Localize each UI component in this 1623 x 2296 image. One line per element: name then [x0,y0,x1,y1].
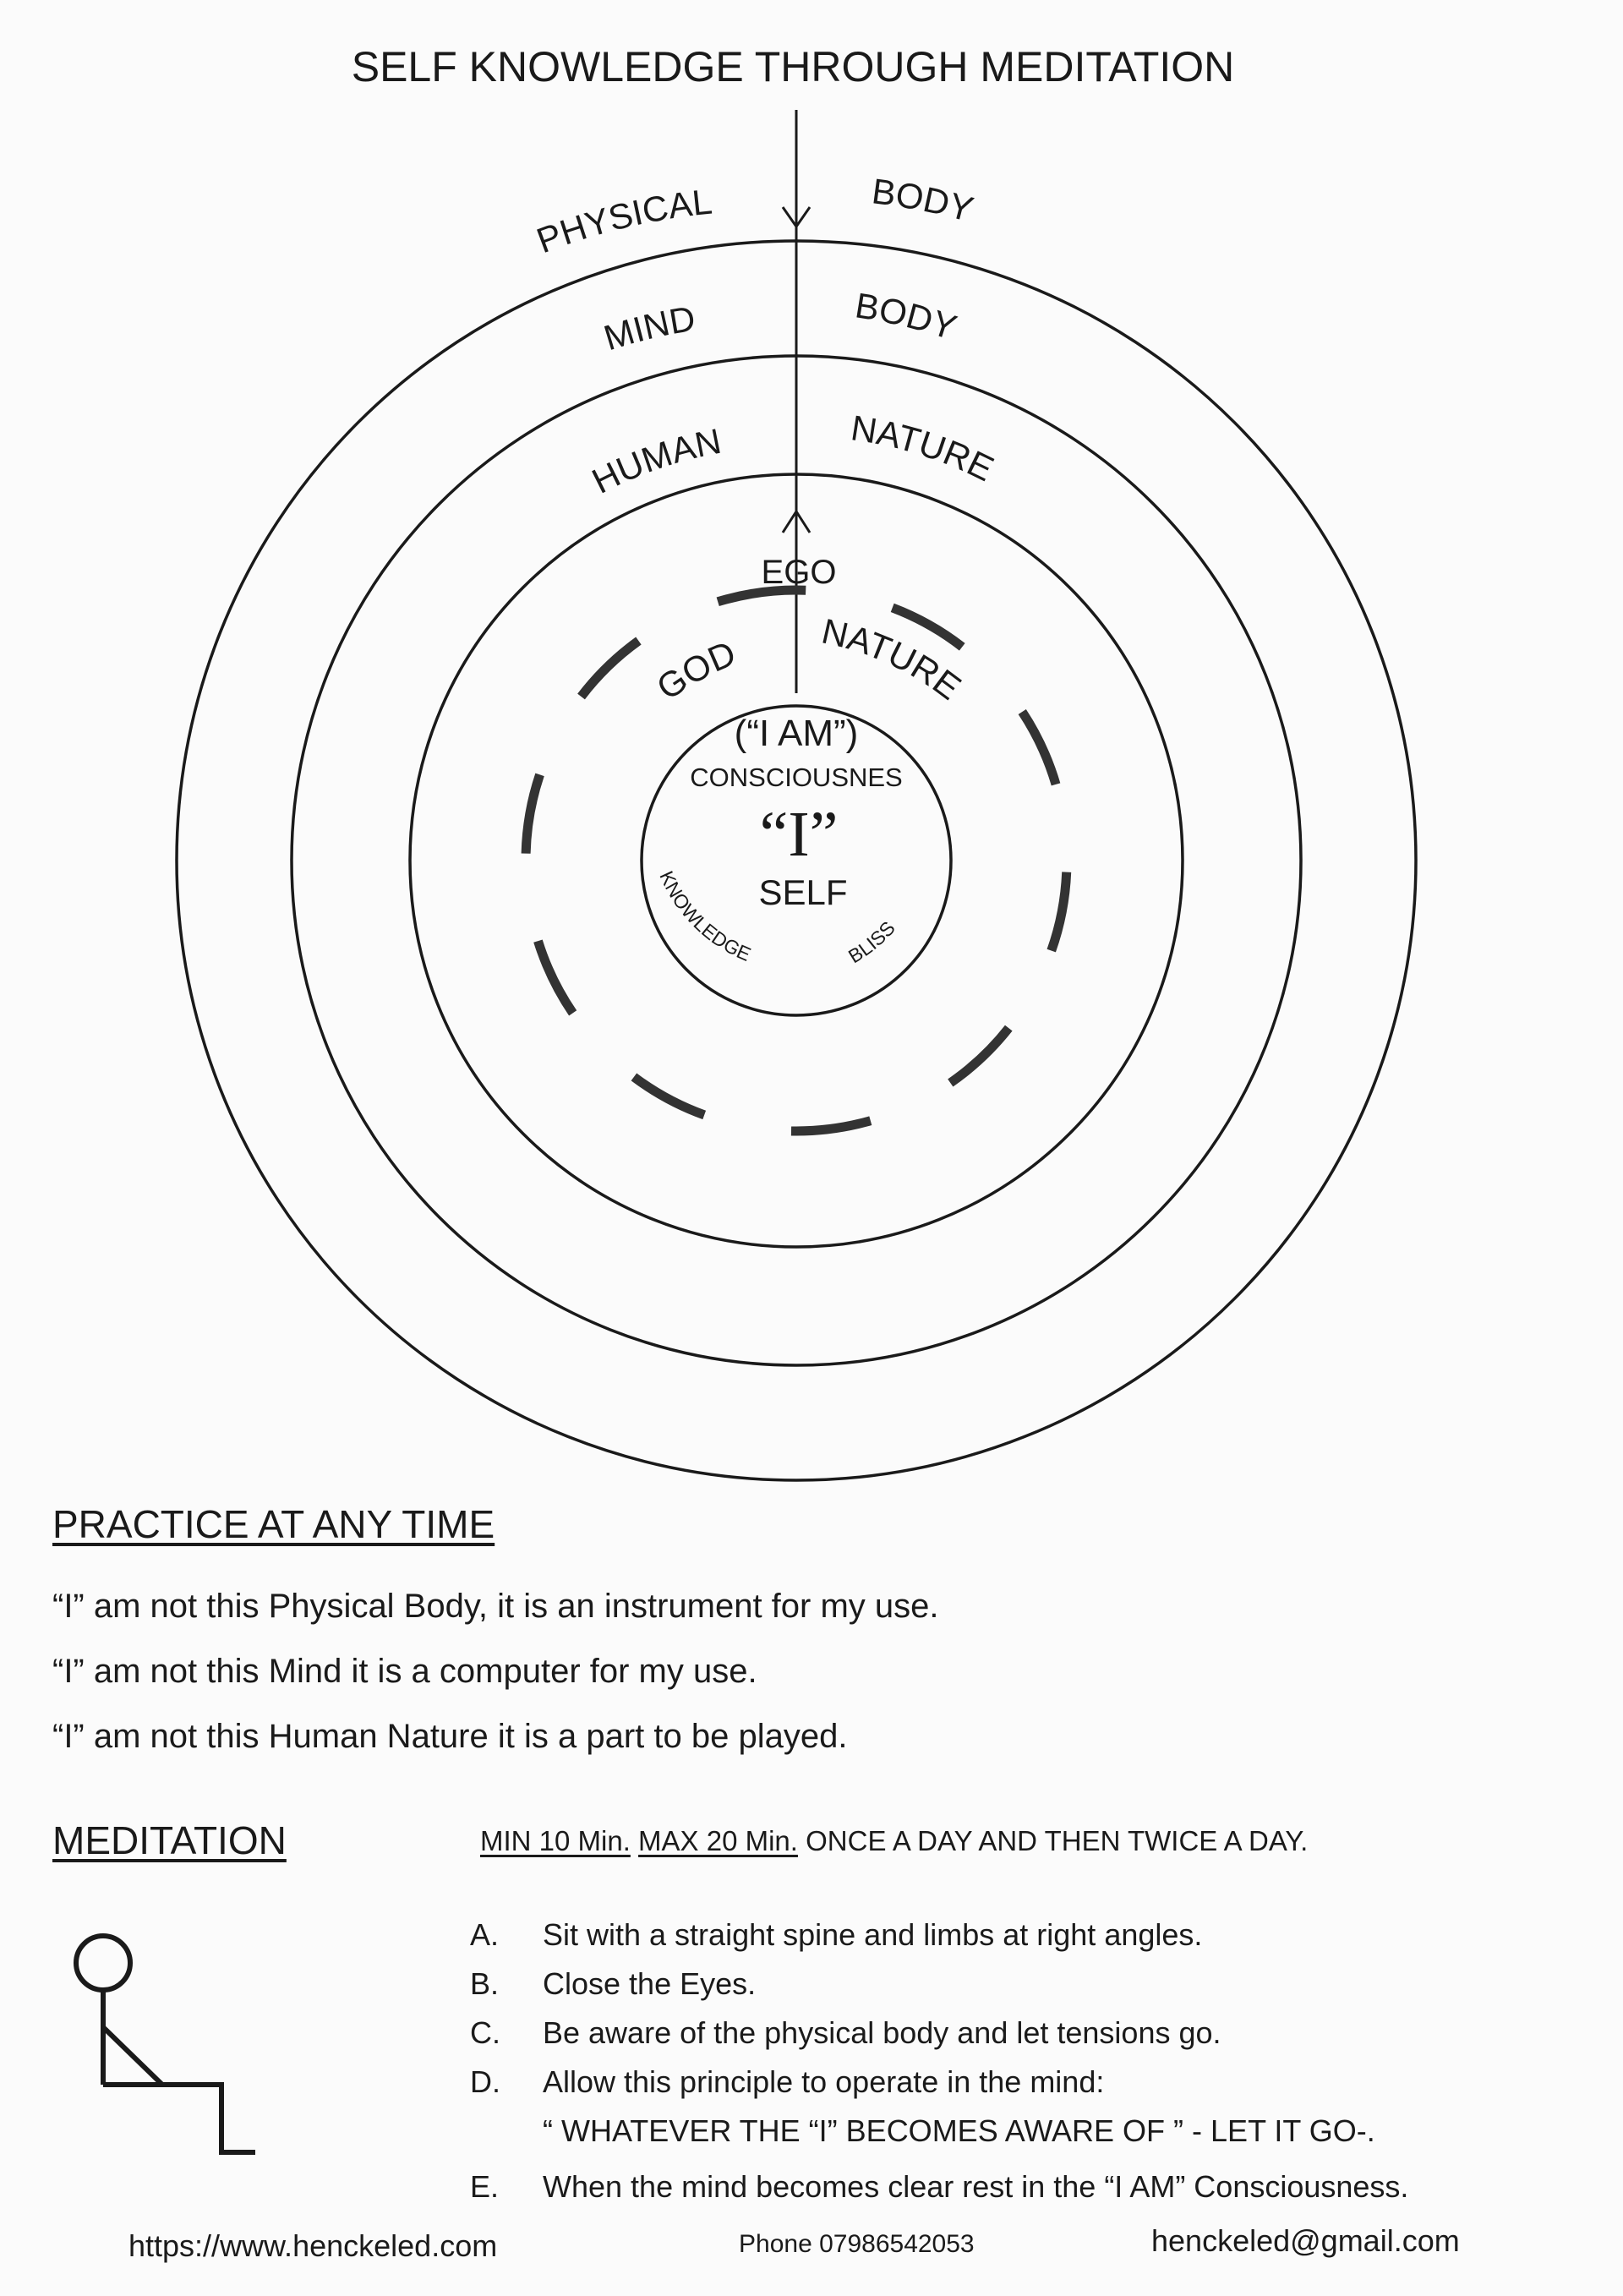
meditation-diagram: SELF KNOWLEDGE THROUGH MEDITATION PHYSIC… [175,43,1418,1482]
mind-label: MIND [599,298,698,358]
practice-heading: PRACTICE AT ANY TIME [52,1502,495,1546]
meditation-heading: MEDITATION [52,1818,287,1862]
max-duration: MAX 20 Min. [638,1825,798,1856]
page-title: SELF KNOWLEDGE THROUGH MEDITATION [352,43,1235,90]
ego-label: EGO [762,554,837,591]
affirmation-line: “I” am not this Physical Body, it is an … [52,1588,939,1625]
min-duration: MIN 10 Min. [480,1825,631,1856]
email-link[interactable]: henckeled@gmail.com [1151,2223,1460,2258]
website-link[interactable]: https://www.henckeled.com [128,2228,498,2263]
affirmation-line: “I” am not this Mind it is a computer fo… [52,1653,757,1690]
mind-body-ring [290,354,1303,1367]
step-item: B.Close the Eyes. [470,1966,757,2001]
i-am-label: (“I AM”) [735,713,859,754]
human-nature-ring [408,473,1184,1249]
mind-body-label: BODY [853,285,962,347]
consciousness-label: CONSCIOUSNES [690,763,902,792]
self-label: SELF [758,872,847,912]
ego-dashed-ring [521,585,1072,1136]
step-item: A.Sit with a straight spine and limbs at… [470,1917,1203,1952]
down-arrow-icon [781,206,812,229]
affirmation-line: “I” am not this Human Nature it is a par… [52,1718,848,1755]
self-core-circle [640,704,953,1017]
step-item: D.Allow this principle to operate in the… [470,2064,1105,2099]
physical-label: PHYSICAL [532,182,714,261]
bliss-label: BLISS [844,917,899,968]
seated-meditation-figure-icon [74,1933,255,2155]
i-self-label: “I” [760,799,839,870]
step-item: C.Be aware of the physical body and let … [470,2015,1221,2050]
inner-nature-label: NATURE [818,611,968,708]
frequency: ONCE A DAY AND THEN TWICE A DAY. [806,1825,1309,1856]
phone-number: Phone 07986542053 [739,2230,975,2258]
step-item: “ WHATEVER THE “I” BECOMES AWARE OF ” - … [543,2113,1375,2148]
step-item: E.When the mind becomes clear rest in th… [470,2169,1409,2204]
up-arrow-icon [781,509,812,533]
human-label: HUMAN [586,421,724,501]
human-nature-label: NATURE [849,407,1000,489]
physical-body-label: BODY [870,171,978,229]
physical-body-ring [175,239,1418,1482]
meditation-duration: MIN 10 Min. MAX 20 Min. ONCE A DAY AND T… [480,1825,1308,1857]
god-label: GOD [649,633,741,708]
